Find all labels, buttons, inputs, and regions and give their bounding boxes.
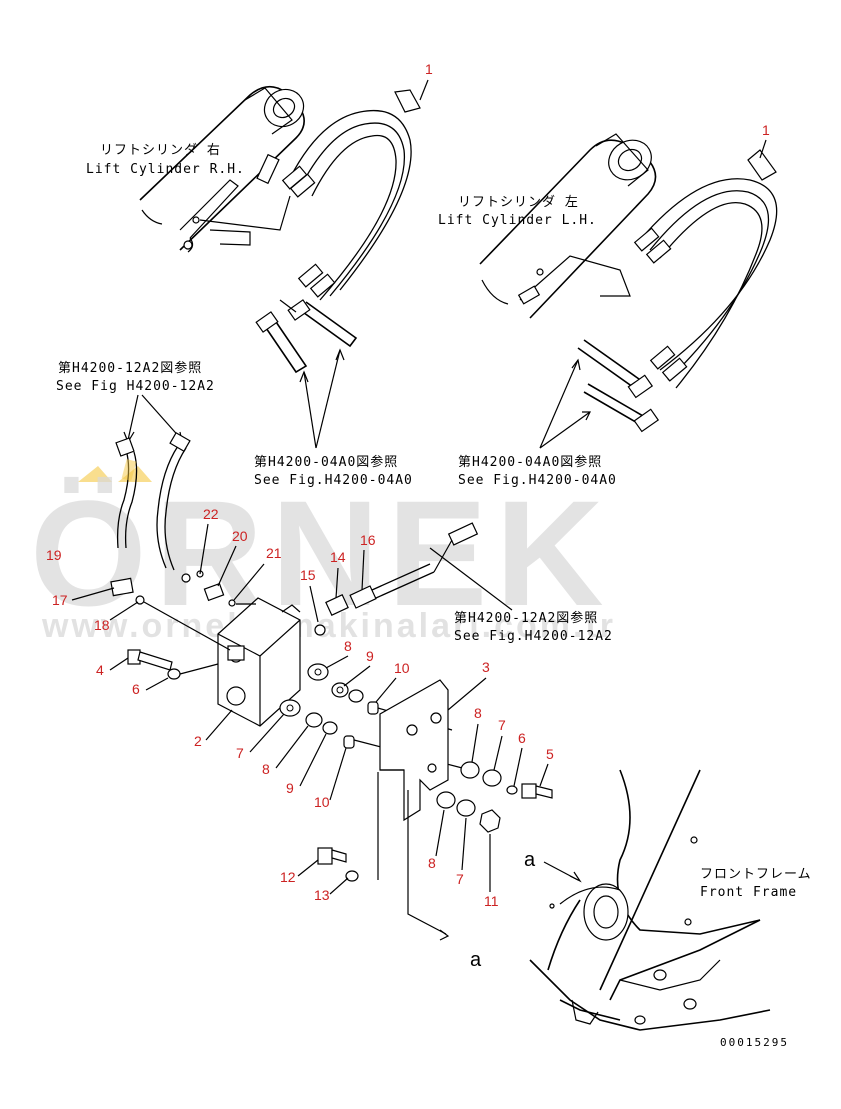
washers-right <box>407 761 553 941</box>
callout-3: 3 <box>482 659 490 675</box>
callout-16: 16 <box>360 532 376 548</box>
callout-14: 14 <box>330 549 346 565</box>
valve-block <box>217 597 301 727</box>
label-front-frame-en: Front Frame <box>700 885 797 900</box>
label-lift-rh-jp: リフトシリンダ 右 <box>100 143 221 158</box>
callout-1-left: 1 <box>425 61 433 77</box>
hose-assembly-rh <box>199 89 421 301</box>
callout-21: 21 <box>266 545 282 561</box>
watermark-url: www.ornekismakinalari.com.tr <box>41 607 616 645</box>
callout-7-left: 7 <box>236 745 244 761</box>
callout-20: 20 <box>232 528 248 544</box>
callout-8-left: 8 <box>262 761 270 777</box>
label-ref-04a0-right-en: See Fig.H4200-04A0 <box>458 473 617 488</box>
label-ref-04a0-right-jp: 第H4200-04A0図参照 <box>458 454 602 470</box>
label-ref-12a2b-en: See Fig.H4200-12A2 <box>454 629 613 644</box>
callout-22: 22 <box>203 506 219 522</box>
callout-15: 15 <box>300 567 316 583</box>
washers <box>279 663 471 771</box>
callout-8-bottom: 8 <box>428 855 436 871</box>
callout-7-bottom: 7 <box>456 871 464 887</box>
callout-10-top: 10 <box>394 660 410 676</box>
watermark: ÖRNEK www.ornekismakinalari.com.tr <box>30 466 616 645</box>
callout-10-left: 10 <box>314 794 330 810</box>
view-a-top: a <box>524 849 536 871</box>
label-front-frame-jp: フロントフレーム <box>700 867 812 882</box>
hose-19 <box>115 431 191 571</box>
watermark-accent-left <box>78 466 112 482</box>
view-a-bottom: a <box>470 949 482 971</box>
callout-17: 17 <box>52 592 68 608</box>
callout-8-right: 8 <box>474 705 482 721</box>
bolt-12 <box>317 847 359 882</box>
label-lift-lh-en: Lift Cylinder L.H. <box>438 213 597 228</box>
pipe-lh <box>577 339 660 433</box>
lift-cylinder-rh <box>139 85 305 253</box>
label-ref-12a2-jp: 第H4200-12A2図参照 <box>58 360 202 376</box>
label-ref-04a0-left-jp: 第H4200-04A0図参照 <box>254 454 398 470</box>
front-frame <box>529 769 771 1031</box>
callout-6-left: 6 <box>132 681 140 697</box>
watermark-brand: ÖRNEK <box>30 469 612 637</box>
callout-4: 4 <box>96 662 104 678</box>
callout-13: 13 <box>314 887 330 903</box>
callout-19: 19 <box>46 547 62 563</box>
callout-1-right: 1 <box>762 122 770 138</box>
label-ref-04a0-left-en: See Fig.H4200-04A0 <box>254 473 413 488</box>
callout-12: 12 <box>280 869 296 885</box>
callout-18: 18 <box>94 617 110 633</box>
label-ref-12a2-en: See Fig H4200-12A2 <box>56 379 215 394</box>
hose-assembly-lh <box>633 149 778 389</box>
bolt-4 <box>127 649 219 680</box>
bracket <box>377 679 449 880</box>
fittings-hose-16 <box>314 522 479 636</box>
callout-6-right: 6 <box>518 730 526 746</box>
label-lift-lh-jp: リフトシリンダ 左 <box>458 195 579 210</box>
callout-8-top: 8 <box>344 638 352 654</box>
callout-9-left: 9 <box>286 780 294 796</box>
label-lift-rh-en: Lift Cylinder R.H. <box>86 162 245 177</box>
callout-5: 5 <box>546 746 554 762</box>
pipe-rh <box>255 299 358 374</box>
label-ref-12a2b-jp: 第H4200-12A2図参照 <box>454 610 598 626</box>
lift-cylinder-lh <box>479 133 657 319</box>
drawing-code: 00015295 <box>720 1036 789 1049</box>
callouts: 22 20 21 19 17 18 14 16 15 4 6 2 7 8 9 1… <box>46 506 554 909</box>
callout-2: 2 <box>194 733 202 749</box>
callout-7-right: 7 <box>498 717 506 733</box>
callout-11: 11 <box>484 893 499 909</box>
callout-9-top: 9 <box>366 648 374 664</box>
